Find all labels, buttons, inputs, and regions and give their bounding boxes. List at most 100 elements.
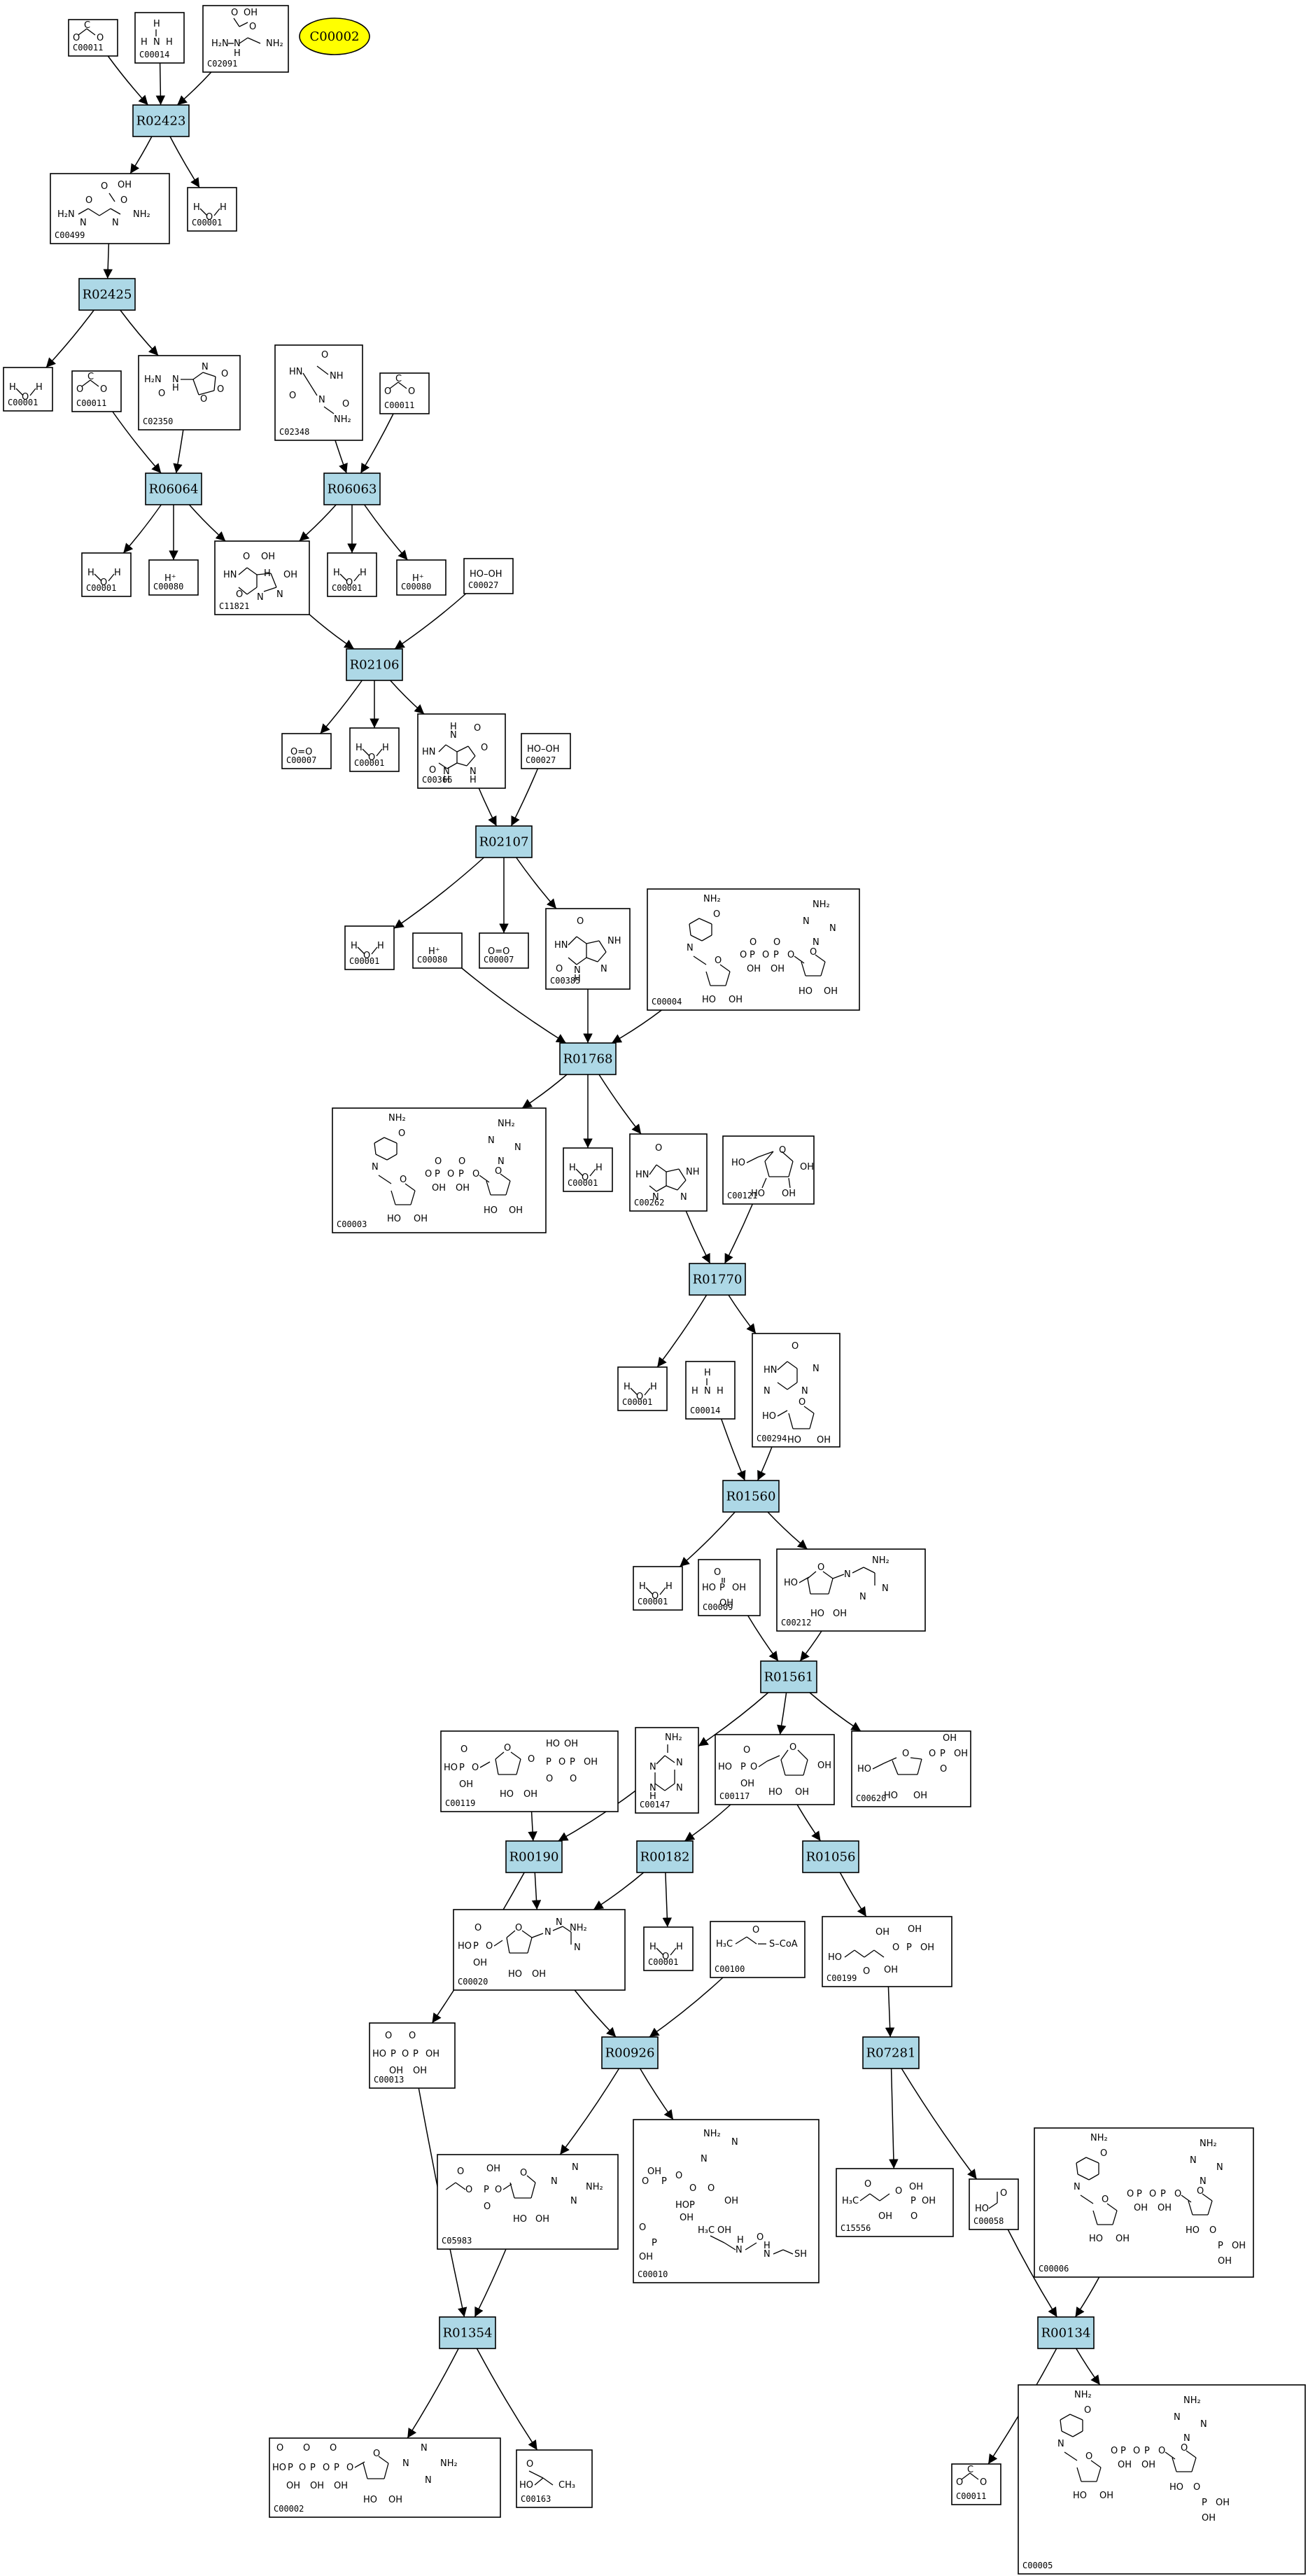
svg-text:O: O bbox=[980, 2477, 987, 2488]
compound-node-c00080[interactable]: H⁺C00080 bbox=[396, 559, 446, 596]
reaction-node-r01768[interactable]: R01768 bbox=[559, 1042, 617, 1075]
reaction-node-r02425[interactable]: R02425 bbox=[78, 278, 136, 311]
reaction-node-r02106[interactable]: R02106 bbox=[346, 648, 403, 681]
compound-node-c00080[interactable]: H⁺C00080 bbox=[412, 932, 463, 969]
compound-id-label: C02348 bbox=[279, 427, 309, 437]
compound-id-label: C00011 bbox=[384, 400, 414, 410]
svg-text:H: H bbox=[333, 568, 340, 578]
reaction-node-r01561[interactable]: R01561 bbox=[760, 1660, 817, 1693]
svg-text:O: O bbox=[323, 2463, 330, 2473]
reaction-node-r01560[interactable]: R01560 bbox=[722, 1480, 780, 1513]
edge-n25-to-r01768 bbox=[611, 1009, 662, 1044]
compound-id-label: C00010 bbox=[638, 2269, 668, 2279]
svg-text:N: N bbox=[450, 730, 457, 741]
svg-text:HO: HO bbox=[768, 1787, 782, 1798]
svg-text:O: O bbox=[97, 33, 104, 43]
reaction-node-r06064[interactable]: R06064 bbox=[145, 472, 202, 505]
svg-text:O: O bbox=[789, 1742, 796, 1753]
reaction-node-r00190[interactable]: R00190 bbox=[505, 1840, 563, 1873]
compound-box bbox=[545, 908, 631, 990]
svg-text:O: O bbox=[810, 947, 817, 958]
reaction-node-r01056[interactable]: R01056 bbox=[802, 1840, 859, 1873]
reaction-node-r01354[interactable]: R01354 bbox=[439, 2316, 496, 2349]
svg-text:O: O bbox=[101, 181, 108, 192]
reaction-node-r07281[interactable]: R07281 bbox=[862, 2036, 920, 2069]
compound-id-label: C02091 bbox=[207, 59, 237, 69]
svg-text:N: N bbox=[649, 1783, 656, 1793]
reaction-node-r00182[interactable]: R00182 bbox=[636, 1840, 694, 1873]
reaction-node-r02423[interactable]: R02423 bbox=[132, 104, 190, 137]
svg-text:HO: HO bbox=[975, 2204, 989, 2214]
svg-text:N: N bbox=[1057, 2439, 1064, 2449]
reaction-node-r01770[interactable]: R01770 bbox=[689, 1263, 746, 1296]
target-compound-node[interactable]: C00002 bbox=[299, 18, 370, 55]
svg-text:OH: OH bbox=[800, 1162, 814, 1172]
reaction-node-r00134[interactable]: R00134 bbox=[1037, 2316, 1095, 2349]
reaction-node-r02107[interactable]: R02107 bbox=[475, 825, 533, 858]
reaction-box bbox=[862, 2036, 920, 2069]
svg-text:O: O bbox=[1133, 2446, 1140, 2456]
svg-text:P: P bbox=[906, 1942, 912, 1953]
svg-text:O: O bbox=[715, 955, 722, 966]
reaction-node-r00926[interactable]: R00926 bbox=[601, 2036, 659, 2069]
compound-id-label: C00499 bbox=[55, 230, 85, 240]
svg-text:H: H bbox=[360, 568, 367, 578]
svg-text:HO: HO bbox=[458, 1941, 472, 1952]
svg-text:O: O bbox=[773, 937, 780, 948]
compound-node-c00080[interactable]: H⁺C00080 bbox=[148, 559, 199, 596]
reaction-node-r06063[interactable]: R06063 bbox=[323, 472, 381, 505]
svg-text:O: O bbox=[750, 937, 757, 948]
